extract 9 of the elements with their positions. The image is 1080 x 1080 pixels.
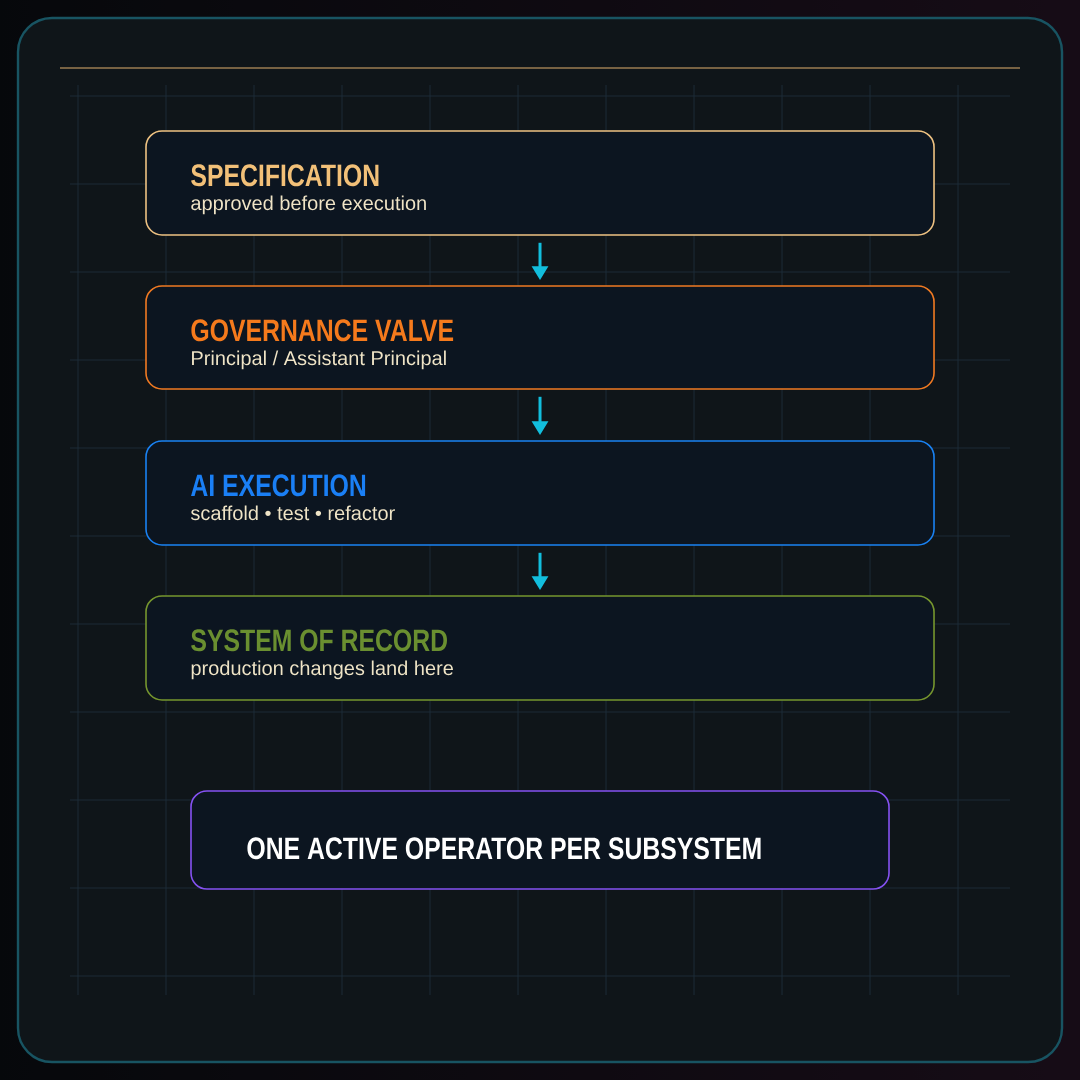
banner-text: ONE ACTIVE OPERATOR PER SUBSYSTEM xyxy=(247,837,761,860)
step-title: GOVERNANCE VALVE xyxy=(191,319,454,342)
step-title: SYSTEM OF RECORD xyxy=(191,629,447,652)
step-title: SPECIFICATION xyxy=(191,164,379,187)
step-description: approved before execution xyxy=(191,195,426,215)
step-title: AI EXECUTION xyxy=(191,474,366,497)
step-description: Principal / Assistant Principal xyxy=(192,350,446,370)
step-description: scaffold • test • refactor xyxy=(190,505,395,521)
step-description: production changes land here xyxy=(191,660,453,680)
